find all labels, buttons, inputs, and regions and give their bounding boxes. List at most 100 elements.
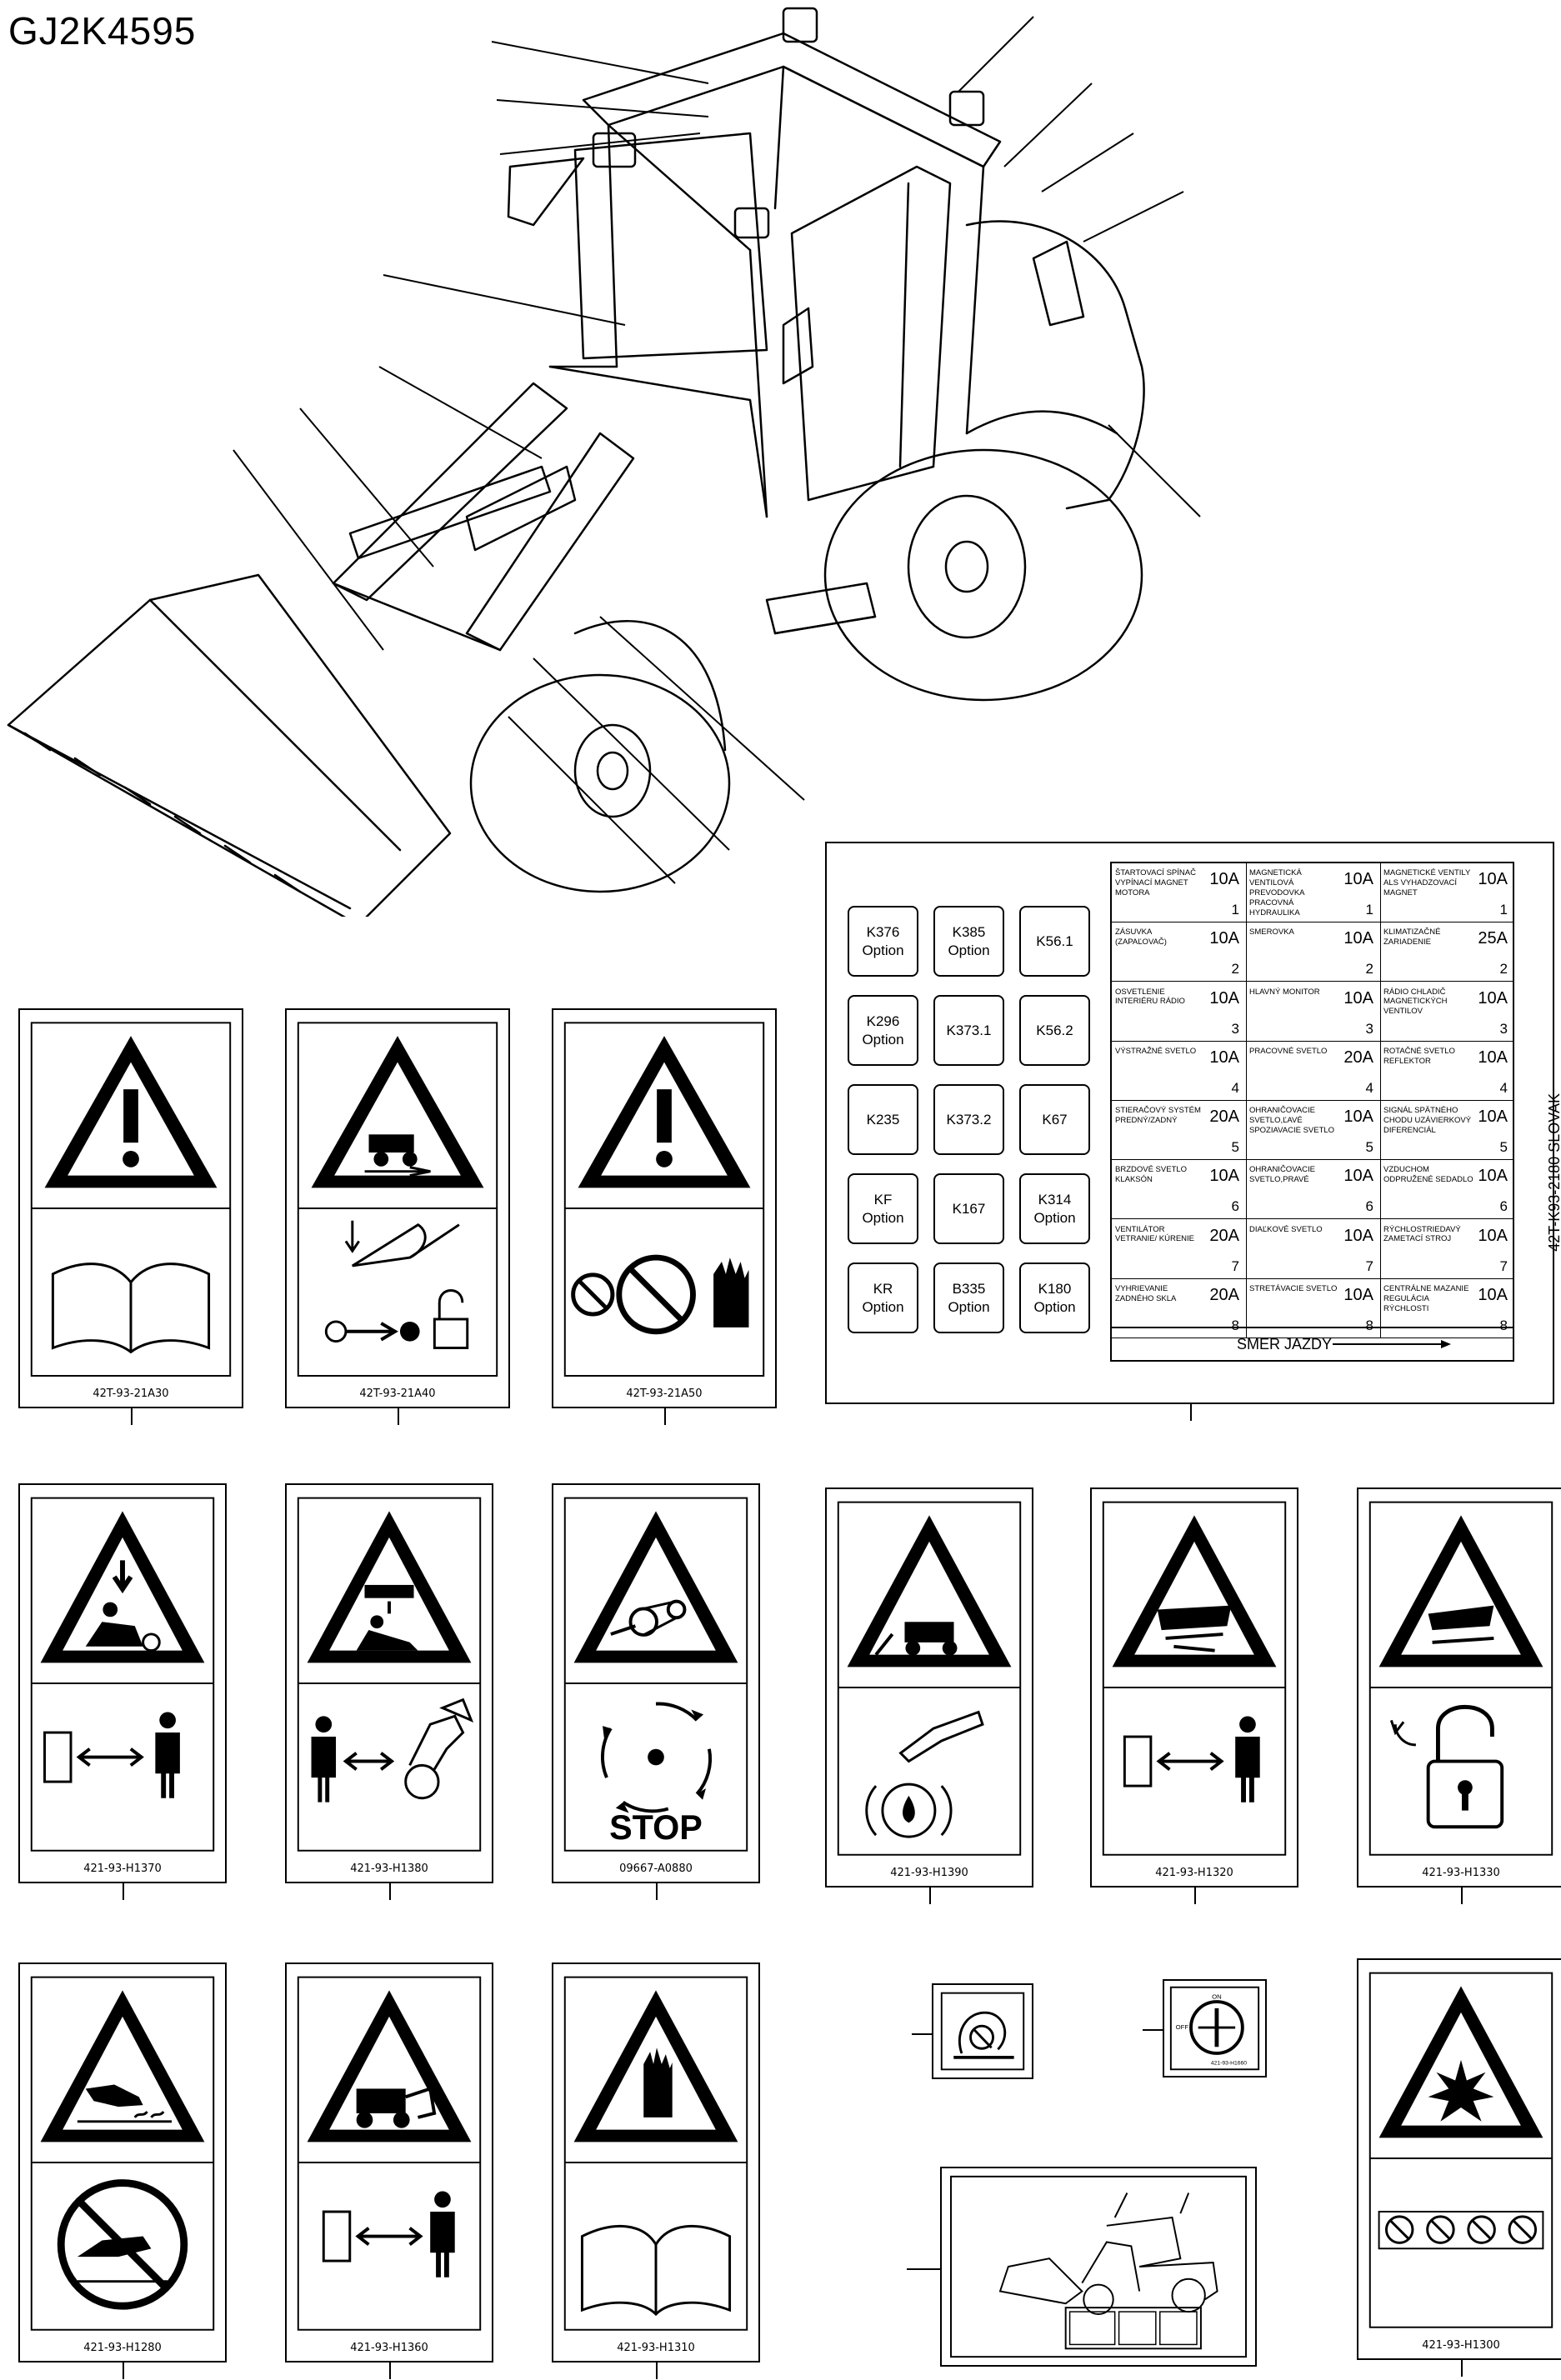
on-label: ON (1212, 1992, 1222, 2000)
fuse-description: OHRANIČOVACIE SVETLO,ĽAVÉ SPOZIAVACIE SV… (1249, 1106, 1335, 1135)
fuse-grid: SMER JAZDY ŠTARTOVACÍ SPÍNAČ VYPÍNACÍ MA… (1110, 862, 1514, 1362)
fuse-description: OHRANIČOVACIE SVETLO,PRAVÉ (1249, 1165, 1316, 1185)
relay-code: KF (873, 1192, 893, 1208)
warning-articulation-lock-graphic (1368, 1501, 1553, 1856)
fuse-number: 1 (1231, 902, 1239, 918)
fuse-rating: 25A (1478, 929, 1508, 948)
fuse-description: PRACOVNÉ SVETLO (1249, 1046, 1328, 1056)
part-number: 421-93-H1320 (1155, 1867, 1233, 1879)
decal-explosion: 421-93-H1300 (1357, 1958, 1561, 2377)
off-label: OFF (1176, 2023, 1189, 2031)
fuse-rating: 10A (1343, 1167, 1373, 1186)
fuse-rating: 10A (1343, 929, 1373, 948)
decal-crush-distance: 421-93-H1370 (18, 1483, 227, 1900)
fuse-cell: MAGNETICKÉ VENTILY ALS VYHADZOVACÍ MAGNE… (1380, 863, 1514, 922)
warning-hot-surface-graphic (30, 1976, 215, 2331)
fuse-cell: PRACOVNÉ SVETLO 20A 4 (1246, 1042, 1380, 1101)
warning-rotating-parts-graphic: STOP (563, 1497, 748, 1852)
fuse-description: KLIMATIZAČNÉ ZARIADENIE (1383, 928, 1441, 948)
fuse-rating: 20A (1343, 1048, 1373, 1067)
fuse-rating: 10A (1343, 1285, 1373, 1304)
decal-falling-load: 421-93-H1380 (285, 1483, 493, 1900)
part-number: 421-93-H1330 (1422, 1867, 1500, 1879)
relay-option: Option (862, 1209, 904, 1226)
lifting-points-diagram (950, 2175, 1247, 2358)
fuse-column: ŠTARTOVACÍ SPÍNAČ VYPÍNACÍ MAGNET MOTORA… (1112, 863, 1247, 1338)
part-number: 421-93-H1380 (350, 1862, 428, 1875)
part-number: 421-93-H1360 (350, 2342, 428, 2354)
fuse-box-part-number: 42T-K93-2180 SLOVAK (1546, 1093, 1561, 1252)
fuse-number: 3 (1231, 1020, 1239, 1037)
relay-box: K56.2 (1019, 995, 1090, 1066)
decal-bucket-lock: 42T-93-21A40 (285, 1008, 510, 1425)
warning-crush-distance-graphic (30, 1497, 215, 1852)
fuse-number: 5 (1499, 1139, 1508, 1155)
fuse-number: 8 (1365, 1317, 1373, 1333)
warning-read-manual-graphic (30, 1022, 232, 1377)
fuse-description: ŠTARTOVACÍ SPÍNAČ VYPÍNACÍ MAGNET MOTORA (1115, 868, 1196, 898)
decal-read-manual: 42T-93-21A30 (18, 1008, 243, 1425)
relay-option: Option (1033, 1209, 1076, 1226)
fuse-rating: 10A (1478, 988, 1508, 1008)
decal-articulation-distance: 421-93-H1320 (1090, 1488, 1298, 1904)
relay-code: K314 (1038, 1192, 1072, 1208)
fuse-rating: 10A (1478, 870, 1508, 888)
decal-battery-switch: ON OFF 421-93-H1660 (1143, 1979, 1267, 2078)
fuse-description: CENTRÁLNE MAZANIE REGULÁCIA RÝCHLOSTI (1383, 1283, 1469, 1313)
relay-box: K373.2 (933, 1084, 1004, 1155)
battery-switch-icon: ON OFF 421-93-H1660 (1169, 1986, 1260, 2071)
part-number: 421-93-H1370 (83, 1862, 162, 1875)
part-number: 421-93-H1390 (890, 1867, 968, 1879)
relay-option: Option (862, 1031, 904, 1048)
arrow-right-icon (1333, 1340, 1451, 1348)
fuse-number: 7 (1231, 1258, 1239, 1274)
decal-lifting-points (907, 2167, 1257, 2367)
fuse-number: 1 (1365, 902, 1373, 918)
fuse-rating: 10A (1209, 1167, 1239, 1186)
part-number: 421-93-H1280 (83, 2342, 162, 2354)
figure-title: GJ2K4595 (8, 9, 197, 52)
relay-code: K56.1 (1036, 932, 1073, 949)
fuse-number: 4 (1365, 1079, 1373, 1096)
fuse-description: ZÁSUVKA (ZAPAĽOVAČ) (1115, 928, 1167, 948)
fuse-rating: 10A (1209, 870, 1239, 888)
warning-bucket-lock-graphic (297, 1022, 498, 1377)
fuse-description: VYHRIEVANIE ZADNÉHO SKLA (1115, 1283, 1177, 1303)
relay-code: K296 (866, 1013, 900, 1030)
decal-stop-read-manual: 421-93-H1310 (552, 1962, 760, 2379)
fuse-rating: 20A (1209, 1226, 1239, 1245)
decal-articulation-lock: 421-93-H1330 (1357, 1488, 1561, 1904)
warning-falling-load-graphic (297, 1497, 482, 1852)
fuse-description: SIGNÁL SPÄTNÉHO CHODU UZÁVIERKOVÝ DIFERE… (1383, 1106, 1472, 1135)
fuse-rating: 20A (1209, 1108, 1239, 1126)
relay-code: KR (873, 1281, 893, 1298)
relay-box: K167 (933, 1173, 1004, 1244)
fuse-rating: 10A (1343, 870, 1373, 888)
seatbelt-icon (940, 1992, 1025, 2071)
fuse-description: STIERAČOVÝ SYSTÉM PREDNÝ/ZADNÝ (1115, 1106, 1201, 1125)
fuse-description: ROTAČNÉ SVETLO REFLEKTOR (1383, 1046, 1455, 1066)
relay-box: K56.1 (1019, 906, 1090, 977)
fuse-rating: 10A (1478, 1285, 1508, 1304)
fuse-description: DIAĽKOVÉ SVETLO (1249, 1224, 1323, 1234)
fuse-number: 4 (1499, 1079, 1508, 1096)
fuse-number: 3 (1499, 1020, 1508, 1037)
fuse-number: 2 (1499, 961, 1508, 978)
fuse-number: 6 (1499, 1198, 1508, 1215)
